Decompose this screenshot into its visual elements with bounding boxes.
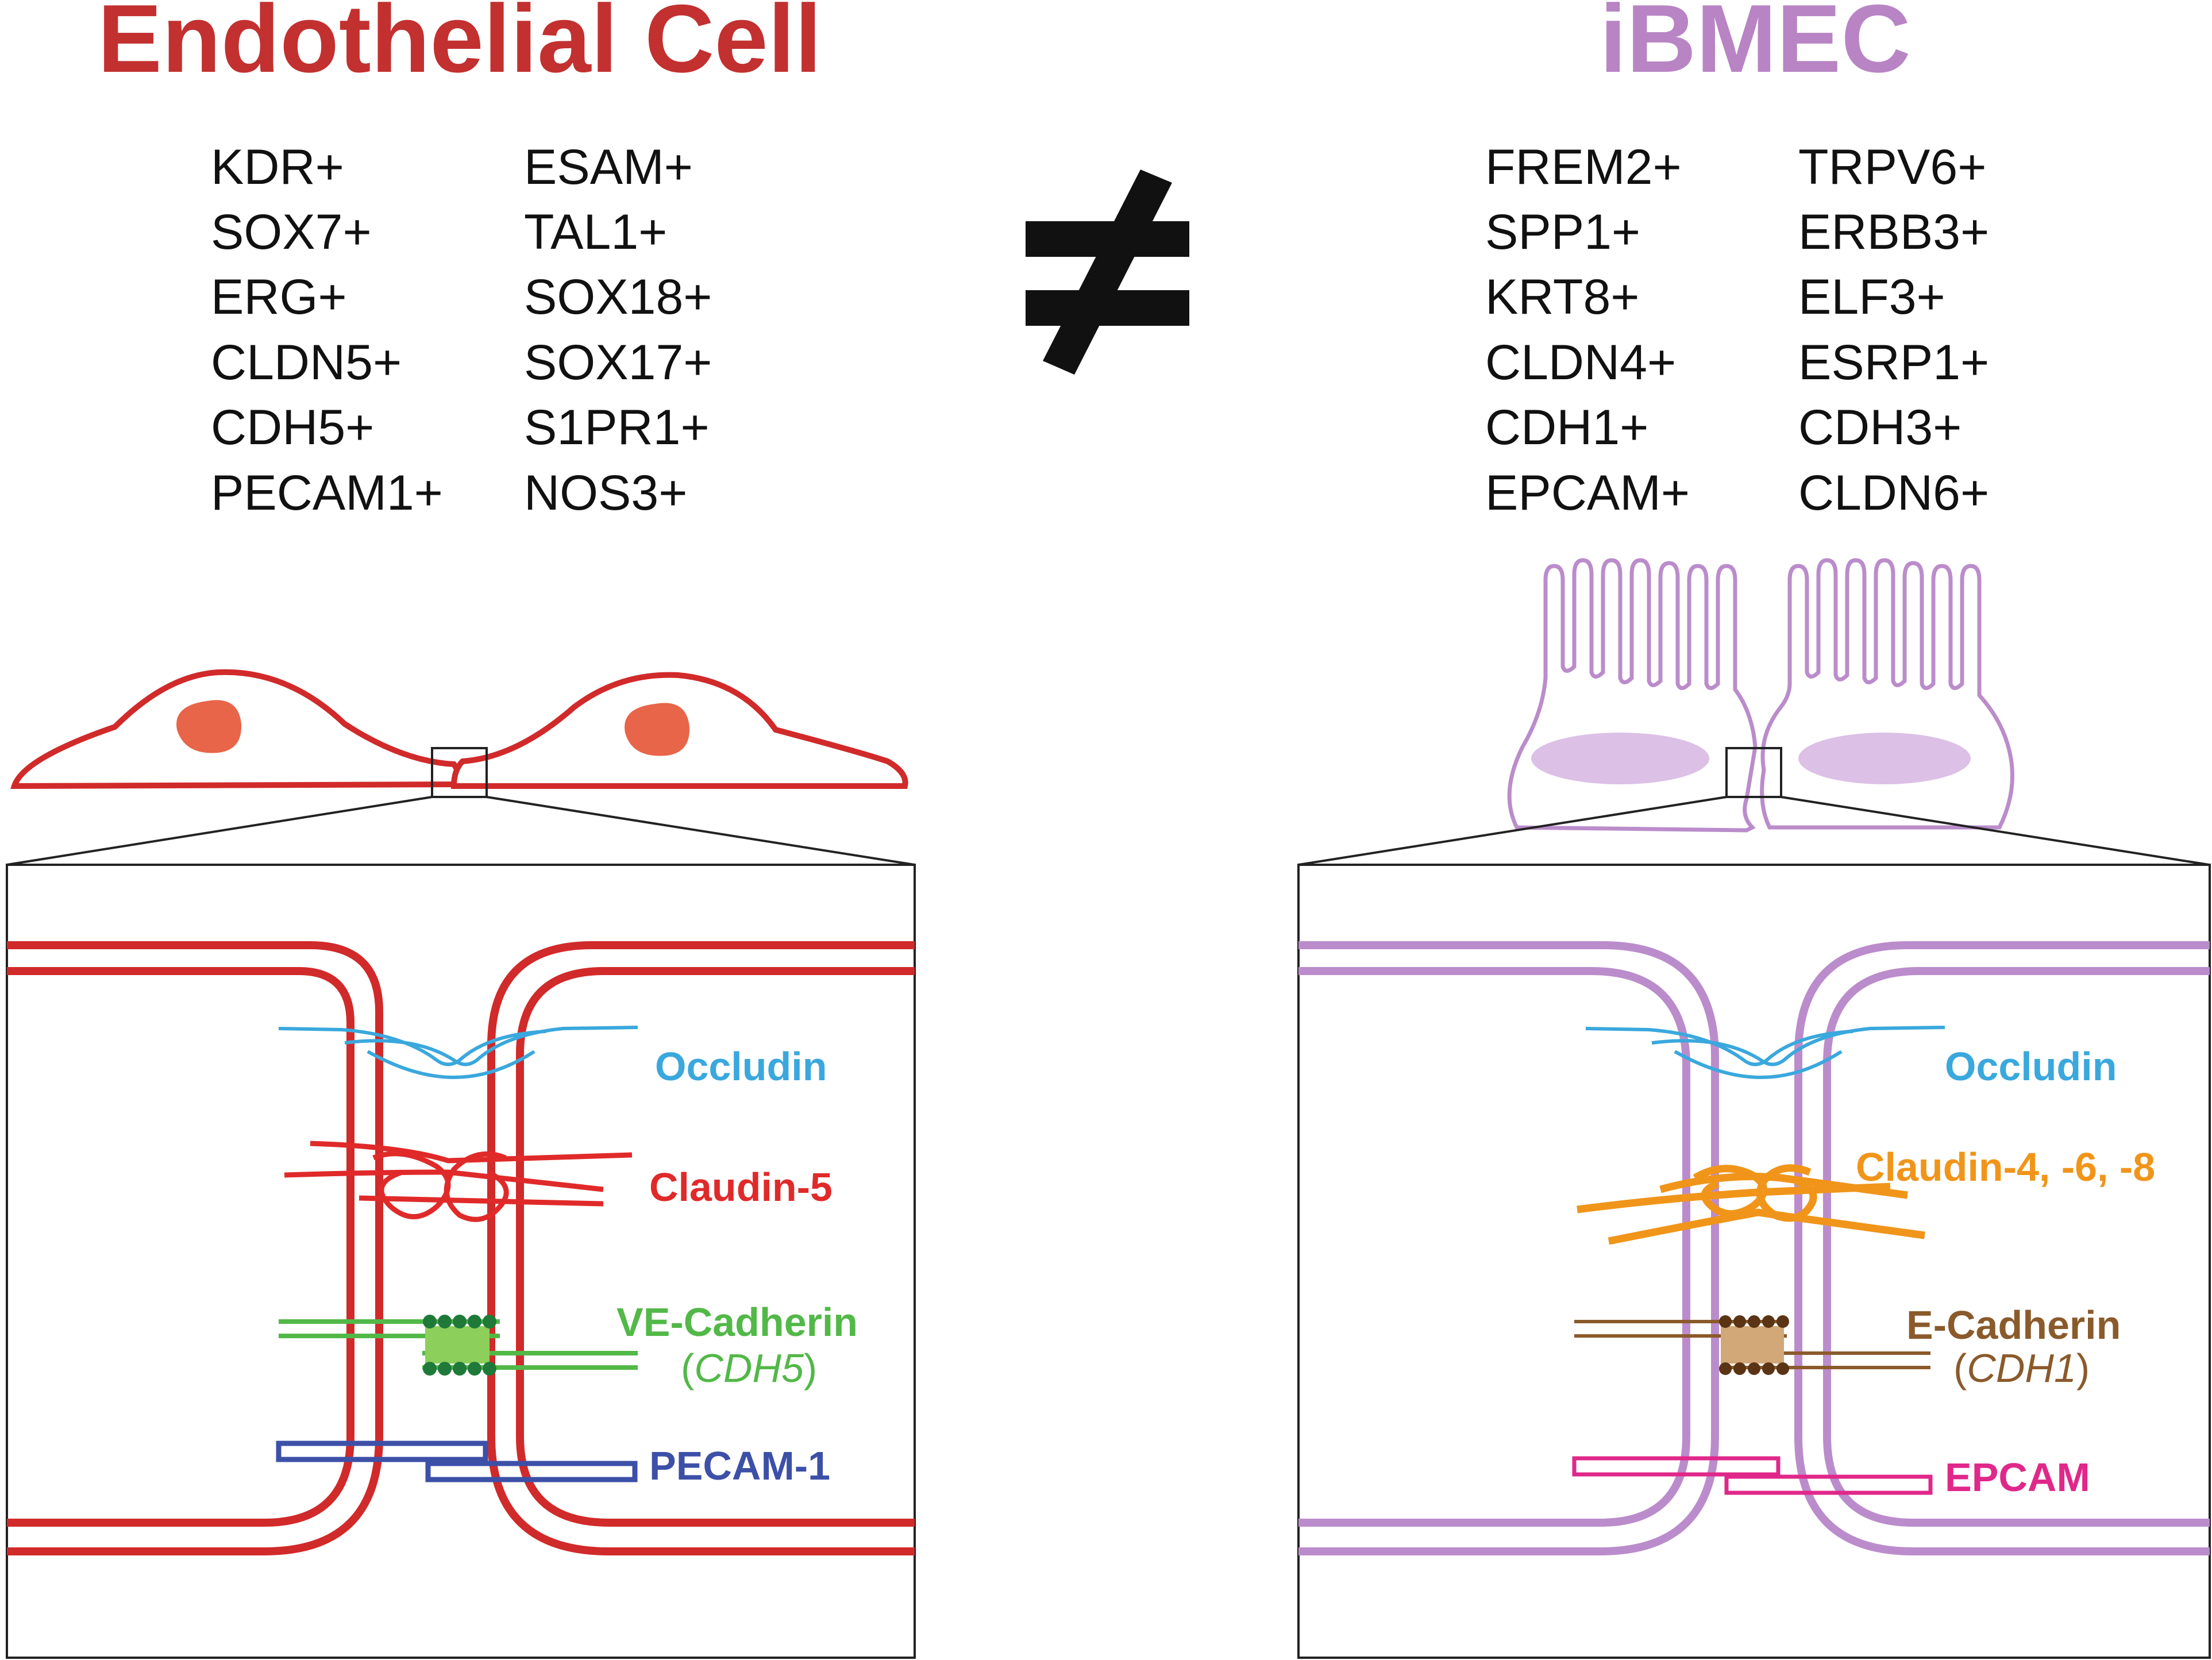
marker: ESAM+ [524,140,693,195]
ibmec-junction-panel: Occludin Claudin-4, -6, -8 E-Cadherin (C… [1297,864,2211,1659]
claudin-label: Claudin-5 [649,1165,833,1210]
cadherin-label: VE-Cadherin [616,1300,858,1345]
marker: FREM2+ [1485,140,1682,195]
claudin-5-strands [284,1141,633,1222]
marker: SOX7+ [211,205,372,260]
ibmec-title: iBMEC [1600,0,1910,93]
marker: KRT8+ [1485,269,1640,325]
marker: CDH5+ [211,400,374,455]
marker: TAL1+ [524,205,667,260]
ibmec-marker-list: FREM2+ SPP1+ KRT8+ CLDN4+ CDH1+ EPCAM+ T… [1485,140,1989,521]
marker: SPP1+ [1485,205,1640,260]
zoom-box [1725,747,1782,798]
marker: PECAM1+ [211,465,443,521]
zoom-box [431,747,488,798]
marker: SOX17+ [524,335,712,390]
marker: S1PR1+ [524,400,710,455]
nucleus [625,703,690,756]
nucleus [1798,733,1971,784]
ibmec-cell-pair [1298,558,2210,866]
marker: SOX18+ [524,269,712,325]
claudin-4-6-8-strands [1577,1164,1925,1245]
occludin-label: Occludin [655,1044,827,1089]
endothelial-title: Endothelial Cell [98,0,822,93]
cadherin-label: E-Cadherin [1906,1303,2121,1347]
marker: EPCAM+ [1485,465,1690,521]
marker: NOS3+ [524,465,687,521]
adhesion-label: EPCAM [1945,1455,2090,1500]
endothelial-marker-list: KDR+ SOX7+ ERG+ CLDN5+ CDH5+ PECAM1+ ESA… [211,140,712,521]
pecam-1 [276,1441,638,1482]
marker: ESRP1+ [1798,335,1989,390]
claudin-label: Claudin-4, -6, -8 [1856,1145,2155,1189]
marker: CDH1+ [1485,400,1648,455]
nucleus [1531,733,1709,784]
epcam [1572,1456,1933,1495]
marker: ERG+ [211,269,347,325]
occludin-strands [278,1026,638,1080]
marker: CLDN6+ [1798,465,1989,521]
marker: ERBB3+ [1798,205,1989,260]
occludin-strands [1585,1026,1945,1080]
ve-cadherin [279,1315,638,1376]
marker: CLDN4+ [1485,335,1676,390]
nucleus [176,700,242,753]
not-equal-icon [1026,170,1189,375]
endothelial-junction-panel: Occludin Claudin-5 VE-Cadherin (CDH5) PE… [6,864,916,1659]
marker: KDR+ [211,140,344,195]
marker: CDH3+ [1798,400,1961,455]
occludin-label: Occludin [1945,1044,2117,1089]
marker: ELF3+ [1798,269,1945,325]
cadherin-gene-label: (CDH5) [681,1346,817,1391]
adhesion-label: PECAM-1 [649,1443,830,1488]
e-cadherin [1574,1315,1930,1375]
cadherin-gene-label: (CDH1) [1953,1346,2090,1391]
marker: TRPV6+ [1798,140,1986,195]
marker: CLDN5+ [211,335,402,390]
endothelial-cell-pair [6,669,915,866]
